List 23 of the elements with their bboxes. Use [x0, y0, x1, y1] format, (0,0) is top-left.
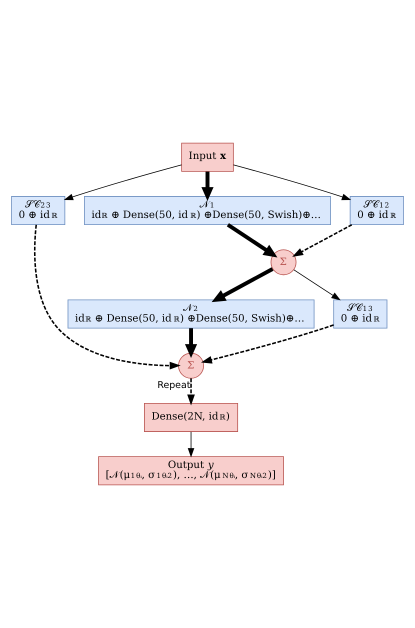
arrow: [200, 324, 334, 364]
node-box: 𝒮𝒞23 0 ⊕ idℝ: [11, 196, 66, 226]
node-box: 𝒩1 idℝ ⊕ Dense(50, idℝ) ⊕Dense(50, Swish)⊕…: [84, 196, 331, 226]
arrow: [187, 378, 195, 406]
node-circle: Σ: [270, 249, 296, 276]
arrow: [294, 269, 341, 300]
node-circle: Σ: [178, 352, 204, 379]
arrow: [212, 267, 274, 302]
arrow: [188, 431, 194, 458]
arrow: [292, 224, 352, 257]
arrow: [233, 164, 352, 200]
node-box: 𝒩2 idℝ ⊕ Dense(50, idℝ) ⊕Dense(50, Swish)⊕…: [68, 300, 314, 328]
arrow: [34, 224, 181, 370]
node-box: Dense(2N, idℝ): [144, 402, 238, 432]
edge-label: Repeat: [157, 380, 190, 391]
arrow: [184, 328, 198, 358]
node-box: 𝒮𝒞13 0 ⊕ idℝ: [333, 300, 388, 328]
node-box: Output y [𝒩(μ1θᵢ, σ1θᵢ2), …, 𝒩(μNθᵢ, σNθᵢ2)]: [98, 456, 284, 486]
arrow: [64, 164, 182, 200]
node-box: Input x: [181, 142, 234, 172]
node-box: 𝒮𝒞12 0 ⊕ idℝ: [350, 196, 404, 226]
arrow: [201, 172, 214, 201]
arrow: [226, 223, 278, 258]
